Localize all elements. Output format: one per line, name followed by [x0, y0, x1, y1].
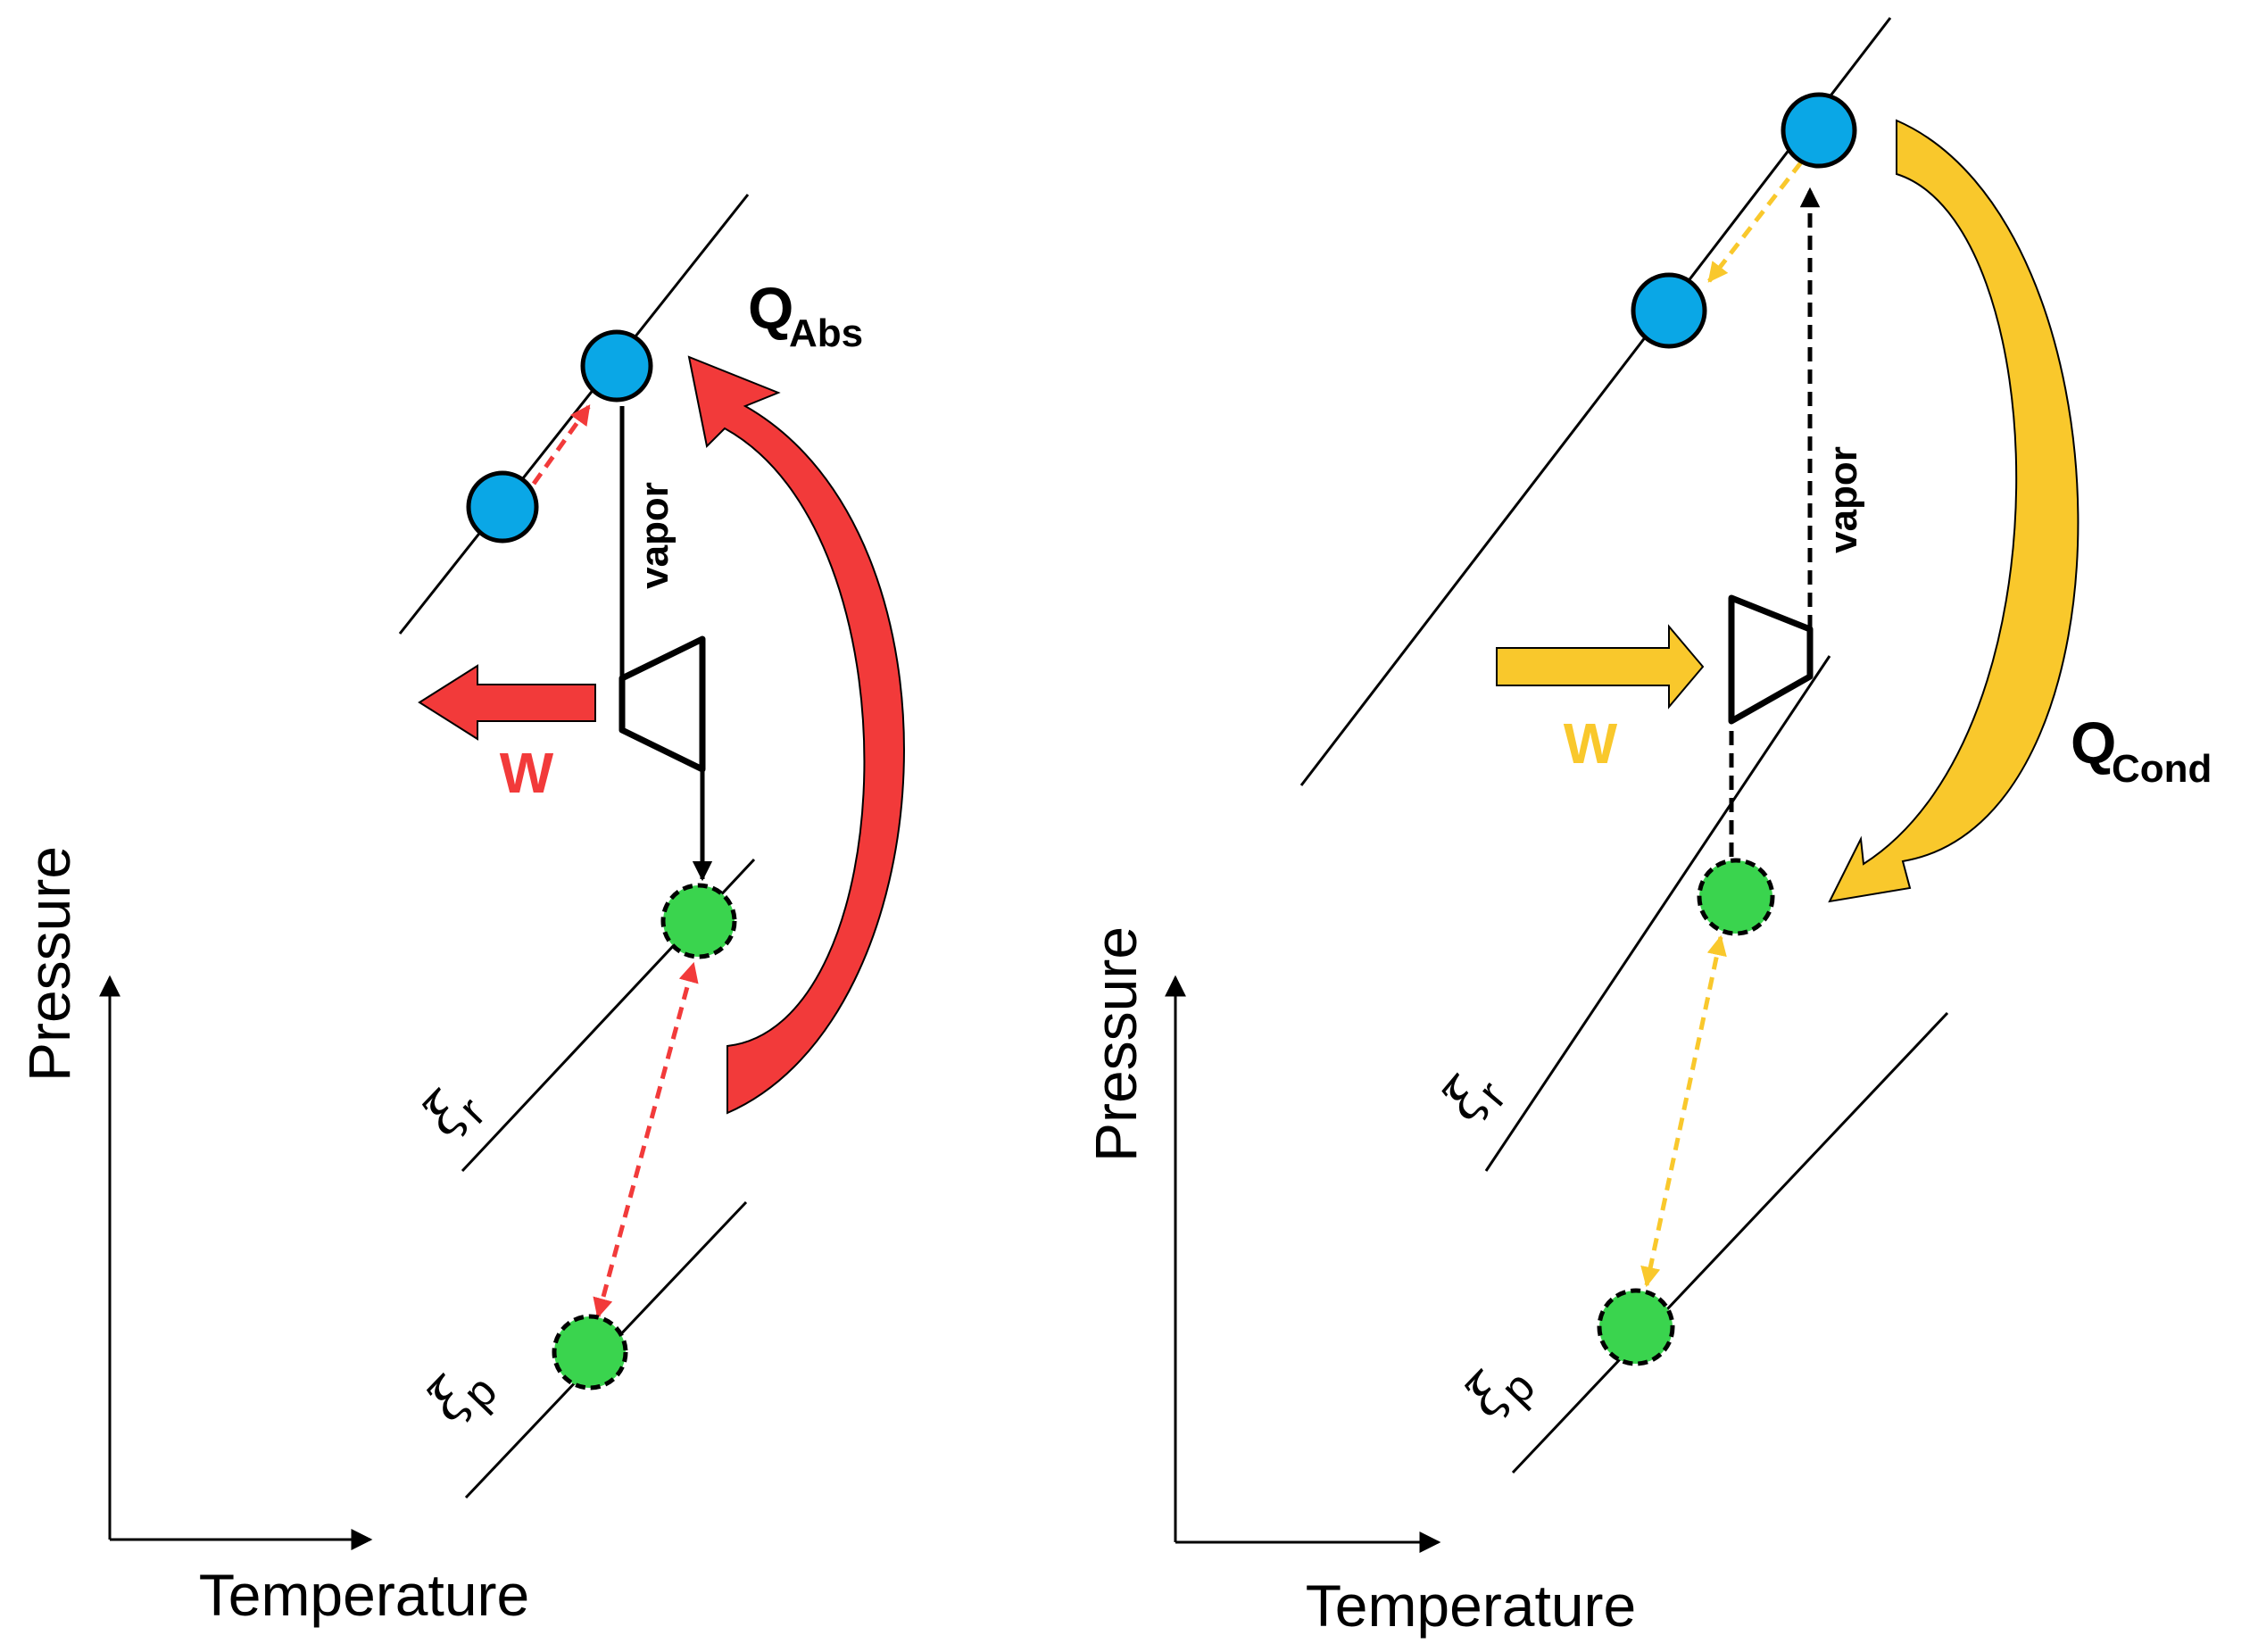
left-isoline-top — [398, 194, 750, 635]
right-heat-label-main: Q — [2071, 710, 2116, 776]
right-blue-state-lower — [1631, 272, 1707, 349]
left-turbine — [618, 635, 706, 773]
left-y-axis-label: Pressure — [16, 846, 82, 1082]
left-heat-label-main: Q — [748, 275, 793, 341]
right-xi-r-label: ξ r — [1431, 1067, 1515, 1132]
right-vapor-label: vapor — [1822, 446, 1865, 553]
left-blue-state-lower — [466, 470, 539, 544]
right-isoline-p — [1511, 1011, 1949, 1474]
left-panel: Pressure Temperature W vapor Q Abs — [16, 194, 905, 1628]
left-xi-p-label: ξ p — [415, 1366, 506, 1432]
left-red-dash-upper — [531, 404, 592, 486]
right-isoline-r — [1484, 655, 1831, 1172]
right-panel: Pressure Temperature W vapor Q Cond — [1083, 17, 2212, 1639]
right-y-axis-label: Pressure — [1083, 926, 1149, 1162]
right-work-label: W — [1564, 711, 1618, 776]
right-work-arrow — [1496, 624, 1705, 710]
right-heat-label: Q Cond — [2071, 710, 2212, 791]
right-blue-state-top — [1781, 92, 1857, 169]
right-heat-arrow — [1828, 119, 2080, 903]
left-heat-label-sub: Abs — [789, 311, 863, 355]
left-xi-r-label: ξ r — [411, 1081, 494, 1148]
left-heat-label: Q Abs — [748, 275, 863, 355]
left-blue-state-top — [580, 329, 653, 403]
right-x-axis-label: Temperature — [1306, 1573, 1637, 1639]
right-heat-label-sub: Cond — [2112, 747, 2212, 791]
right-axes: Pressure Temperature — [1083, 926, 1636, 1639]
right-green-state-p — [1597, 1288, 1675, 1366]
left-vapor-label: vapor — [633, 482, 677, 589]
left-heat-arrow — [687, 355, 905, 1115]
left-work-label: W — [500, 741, 554, 805]
left-green-state-r — [660, 883, 737, 959]
left-axes: Pressure Temperature — [16, 846, 529, 1628]
right-xi-p-label: ξ p — [1453, 1361, 1544, 1428]
right-yellow-dash-lower — [1640, 934, 1727, 1288]
right-yellow-dash-upper — [1707, 161, 1803, 283]
left-red-dash-lower — [593, 961, 699, 1319]
right-compressor — [1728, 594, 1814, 725]
left-green-state-p — [552, 1314, 628, 1391]
right-green-state-r — [1697, 858, 1775, 936]
left-x-axis-label: Temperature — [199, 1562, 530, 1628]
left-work-arrow — [418, 664, 596, 741]
